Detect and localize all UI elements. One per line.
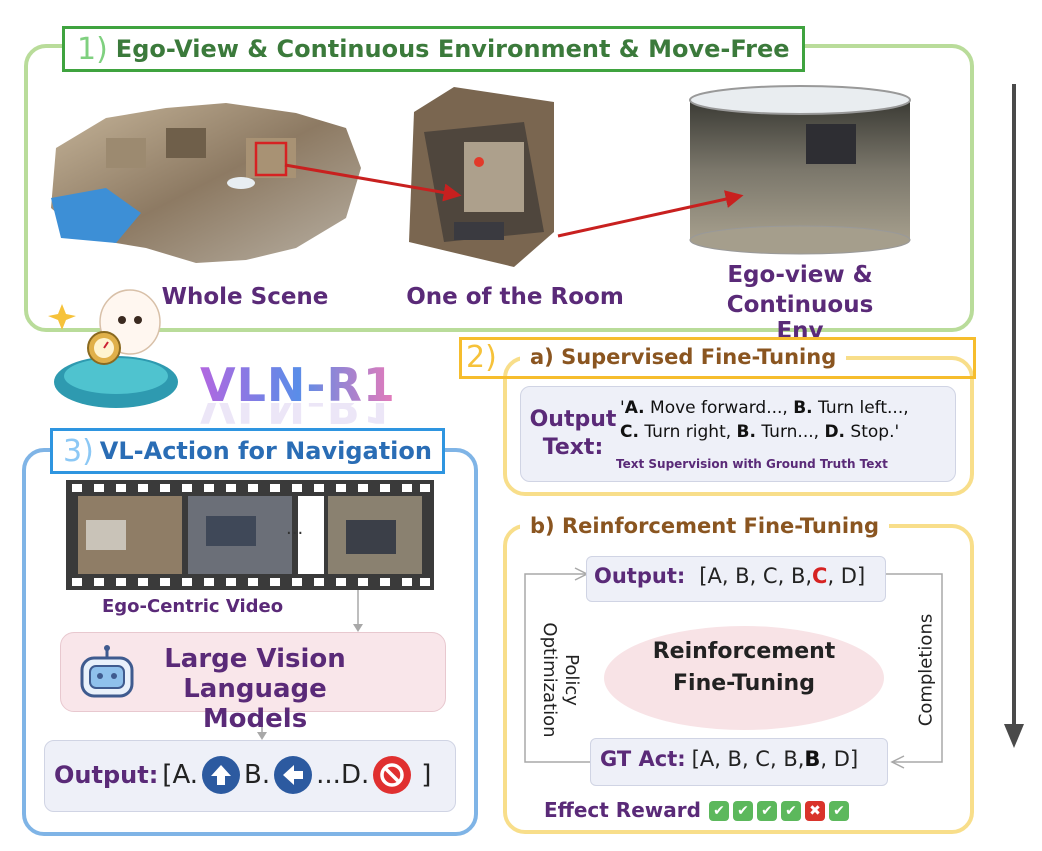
section3-title-text: VL-Action for Navigation xyxy=(99,437,432,465)
lvlm-line2: Language Models xyxy=(183,674,327,734)
action-output-label: Output: xyxy=(54,761,159,789)
gt-action-row: GT Act: [A, B, C, B, B , D] xyxy=(600,747,858,771)
section1-title-text: Ego-View & Continuous Environment & Move… xyxy=(115,35,790,63)
sft-output-label-line2: Text: xyxy=(542,435,604,460)
check-icon: ✔ xyxy=(708,800,729,821)
section2-title-frame xyxy=(459,337,976,379)
stop-icon xyxy=(373,756,412,794)
gt-action-highlight: B xyxy=(804,747,821,771)
rft-output-label: Output: xyxy=(594,564,686,588)
rft-policy-label: Policy Optimization xyxy=(520,620,600,740)
action-b: B. xyxy=(244,760,271,790)
gt-action-label: GT Act: xyxy=(600,747,686,771)
rft-policy-line1: Policy xyxy=(561,654,582,706)
check-icon: ✔ xyxy=(756,800,777,821)
sft-supervision-note: Text Supervision with Ground Truth Text xyxy=(616,457,888,471)
caption-whole-scene: Whole Scene xyxy=(161,284,329,310)
sft-output-text: 'A. Move forward..., B. Turn left..., C.… xyxy=(620,396,950,444)
sft-output-label-line1: Output xyxy=(529,407,617,432)
robot-icon xyxy=(80,645,134,698)
sft-d: D. xyxy=(824,422,846,442)
effect-reward-label: Effect Reward xyxy=(544,798,701,822)
action-close: ] xyxy=(421,760,432,790)
gt-action-box xyxy=(590,738,888,786)
gt-action-pre: [A, B, C, B, xyxy=(691,747,805,771)
section1-number: 1) xyxy=(77,31,108,67)
rft-completions-label: Completions xyxy=(906,600,946,740)
sft-output-box xyxy=(520,386,956,482)
section2-number: 2) xyxy=(466,340,497,375)
effect-reward-row: Effect Reward ✔✔✔✔✖✔ xyxy=(544,798,853,822)
rft-center-line2: Fine-Tuning xyxy=(673,671,815,696)
sft-b2-text: Turn..., xyxy=(755,422,825,442)
action-d: ...D. xyxy=(316,760,370,790)
whole-scene-image xyxy=(51,103,361,263)
room-to-ego-arrow xyxy=(557,190,744,238)
rft-center-line1: Reinforcement xyxy=(652,639,836,664)
scene-to-room-arrow xyxy=(284,163,462,202)
section1-title: 1) Ego-View & Continuous Environment & M… xyxy=(62,26,805,72)
sft-c-text: Turn right, xyxy=(638,422,737,442)
sft-title: a) Supervised Fine-Tuning xyxy=(520,345,847,369)
lvlm-title: Large Vision Language Models xyxy=(150,644,360,734)
gt-action-post: , D] xyxy=(820,747,859,771)
sft-c: C. xyxy=(620,422,639,442)
sft-b: B. xyxy=(793,398,813,418)
sft-d-text: Stop.' xyxy=(845,422,900,442)
action-open: [A. xyxy=(162,760,199,790)
caption-room: One of the Room xyxy=(406,284,624,310)
rft-output-pre: [A, B, C, B, xyxy=(699,564,813,588)
section3-arrows xyxy=(257,590,363,740)
check-icon: ✔ xyxy=(780,800,801,821)
sft-a-text: Move forward..., xyxy=(644,398,794,418)
ego-view-image xyxy=(689,85,911,255)
rft-title: b) Reinforcement Fine-Tuning xyxy=(520,514,890,538)
sft-quote-open: ' xyxy=(620,398,625,418)
video-caption: Ego-Centric Video xyxy=(102,596,284,617)
sft-output-label: Output Text: xyxy=(528,406,618,462)
reward-icons: ✔✔✔✔✖✔ xyxy=(708,800,853,821)
mascot-image xyxy=(48,289,178,408)
logo-text: VLN-R1 xyxy=(200,358,396,412)
video-ellipsis: ... xyxy=(286,518,304,539)
arrow-up-icon xyxy=(202,756,241,794)
check-icon: ✔ xyxy=(828,800,849,821)
ego-centric-video-strip xyxy=(66,480,434,590)
sft-a: A. xyxy=(624,398,645,418)
action-output-row: Output: [A. B. ...D. ] xyxy=(54,756,431,794)
rft-output-box xyxy=(586,556,886,602)
cross-icon: ✖ xyxy=(804,800,825,821)
rft-output-row: Output: [A, B, C, B, C , D] xyxy=(594,564,865,588)
rft-output-highlight: C xyxy=(812,564,828,588)
rft-output-post: , D] xyxy=(827,564,866,588)
action-output-box xyxy=(44,740,456,812)
rft-center-label: Reinforcement Fine-Tuning xyxy=(604,636,884,700)
scene-arrows xyxy=(284,163,744,238)
rft-policy-line2: Optimization xyxy=(539,622,560,738)
room-image xyxy=(409,87,554,267)
down-arrow-icon xyxy=(1004,84,1024,748)
caption-ego-line1: Ego-view & xyxy=(727,262,873,288)
section3-title: 3) VL-Action for Navigation xyxy=(50,428,445,474)
section3-number: 3) xyxy=(63,433,94,469)
check-icon: ✔ xyxy=(732,800,753,821)
highlight-box xyxy=(254,141,288,177)
sft-b2: B. xyxy=(736,422,756,442)
rft-center-ellipse xyxy=(604,626,884,730)
arrow-left-icon xyxy=(274,756,313,794)
sft-b-text: Turn left..., xyxy=(812,398,909,418)
rft-completions-text: Completions xyxy=(915,613,937,727)
lvlm-line1: Large Vision xyxy=(164,644,346,674)
